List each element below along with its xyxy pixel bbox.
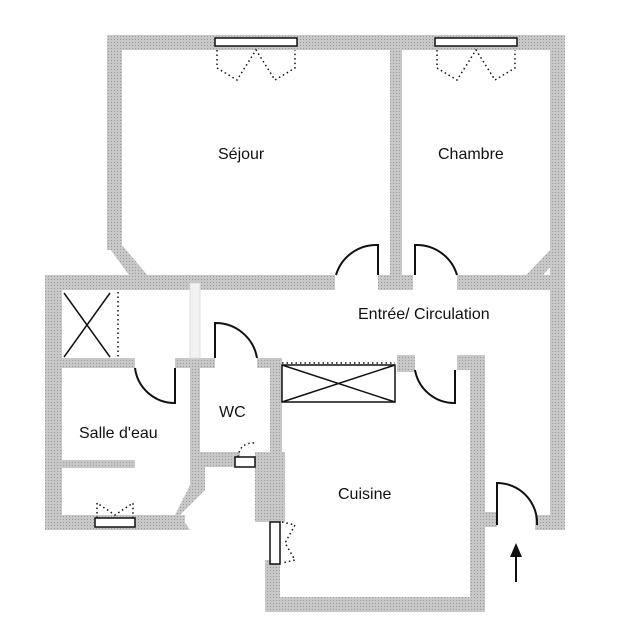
windows [94, 37, 518, 565]
walls [45, 35, 565, 612]
room-label-chambre: Chambre [438, 146, 504, 163]
room-label-wc: WC [219, 404, 246, 421]
storage-cupboards [63, 292, 396, 403]
doors [134, 243, 539, 526]
room-label-entree: Entrée/ Circulation [358, 306, 490, 323]
duct [189, 282, 201, 359]
room-label-sejour: Séjour [218, 146, 265, 163]
window-swings [96, 48, 516, 564]
room-label-salle-eau: Salle d'eau [79, 425, 158, 442]
entrance-arrow-icon [510, 543, 522, 582]
room-label-cuisine: Cuisine [338, 486, 392, 503]
